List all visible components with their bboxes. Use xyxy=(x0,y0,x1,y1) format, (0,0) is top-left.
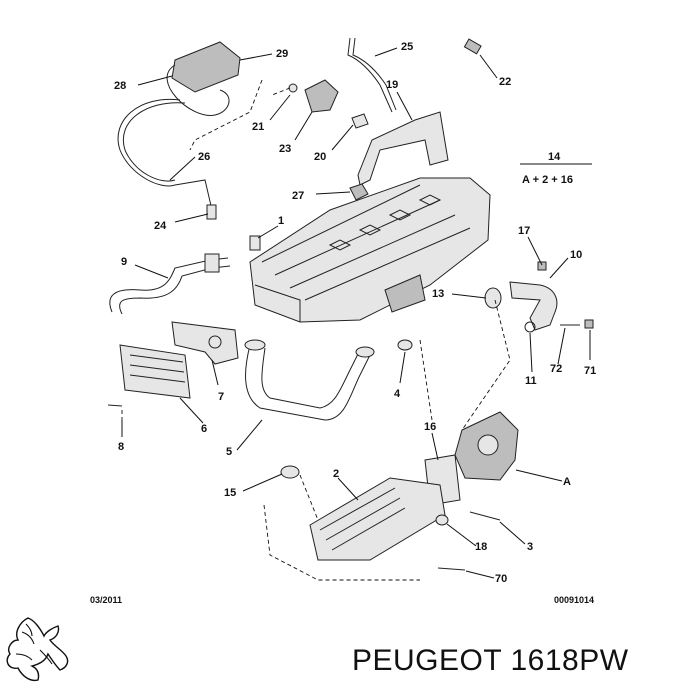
callout-26: 26 xyxy=(198,151,210,163)
bolt-3 xyxy=(469,511,501,521)
callout-72: 72 xyxy=(550,363,562,375)
pipe-10 xyxy=(509,281,558,331)
o-ring-11 xyxy=(524,321,536,333)
callout-24: 24 xyxy=(154,220,167,232)
bracket-19 xyxy=(357,111,449,186)
egr-cooler-2 xyxy=(309,477,446,561)
callout-9: 9 xyxy=(121,256,127,268)
callout-7: 7 xyxy=(218,391,224,403)
leader-lines xyxy=(121,47,592,579)
callout-22: 22 xyxy=(499,76,511,88)
callout-2: 2 xyxy=(333,468,339,480)
callout-14: 14 xyxy=(548,151,561,163)
egr-valve-a xyxy=(454,411,519,481)
wire-harness xyxy=(117,98,217,220)
callout-18: 18 xyxy=(475,541,487,553)
callout-19: 19 xyxy=(386,79,398,91)
callout-28: 28 xyxy=(114,80,126,92)
callout-10: 10 xyxy=(570,249,582,261)
sensor-20 xyxy=(351,113,369,129)
egr-pipe-5 xyxy=(245,344,371,421)
sleeve-1 xyxy=(249,235,261,251)
callout-13: 13 xyxy=(432,288,444,300)
callout-20: 20 xyxy=(314,151,326,163)
callout-labels: 29 25 28 22 19 21 23 20 26 14 A + 2 + 16… xyxy=(114,41,596,585)
gasket-13 xyxy=(484,287,502,309)
callout-A: A xyxy=(563,476,571,488)
peugeot-lion-logo xyxy=(6,617,69,682)
callout-3: 3 xyxy=(527,541,533,553)
callout-21: 21 xyxy=(252,121,264,133)
drawing-reference: 00091014 xyxy=(554,595,594,605)
hose-9 xyxy=(109,257,229,313)
gasket-7 xyxy=(171,321,239,365)
oil-cooler-6 xyxy=(119,344,191,399)
callout-6: 6 xyxy=(201,423,207,435)
callout-11: 11 xyxy=(525,375,537,387)
callout-29: 29 xyxy=(276,48,288,60)
bolt-22 xyxy=(463,38,482,55)
seal-18 xyxy=(435,514,449,526)
seal-4 xyxy=(397,339,413,351)
callout-4: 4 xyxy=(394,388,401,400)
bolt-70 xyxy=(437,567,466,571)
clamp-15 xyxy=(280,465,300,479)
callout-17: 17 xyxy=(518,225,530,237)
callout-70: 70 xyxy=(495,573,507,585)
date-code: 03/2011 xyxy=(90,595,122,605)
callout-1: 1 xyxy=(278,215,284,227)
sensor-module xyxy=(166,41,241,116)
sensor-27 xyxy=(349,183,369,201)
callout-25: 25 xyxy=(401,41,413,53)
callout-14-formula: A + 2 + 16 xyxy=(522,174,573,186)
vacuum-pipe xyxy=(347,37,393,113)
callout-15: 15 xyxy=(224,487,236,499)
callout-5: 5 xyxy=(226,446,232,458)
bolt-71 xyxy=(584,319,594,329)
sensor-23 xyxy=(288,79,339,113)
callout-23: 23 xyxy=(279,143,291,155)
bolt-8 xyxy=(107,404,123,407)
callout-8: 8 xyxy=(118,441,124,453)
callout-71: 71 xyxy=(584,365,596,377)
brand-caption: PEUGEOT 1618PW xyxy=(352,644,629,677)
callout-16: 16 xyxy=(424,421,436,433)
bolt-17 xyxy=(537,261,547,271)
cylinder-head xyxy=(249,177,491,323)
callout-27: 27 xyxy=(292,190,304,202)
